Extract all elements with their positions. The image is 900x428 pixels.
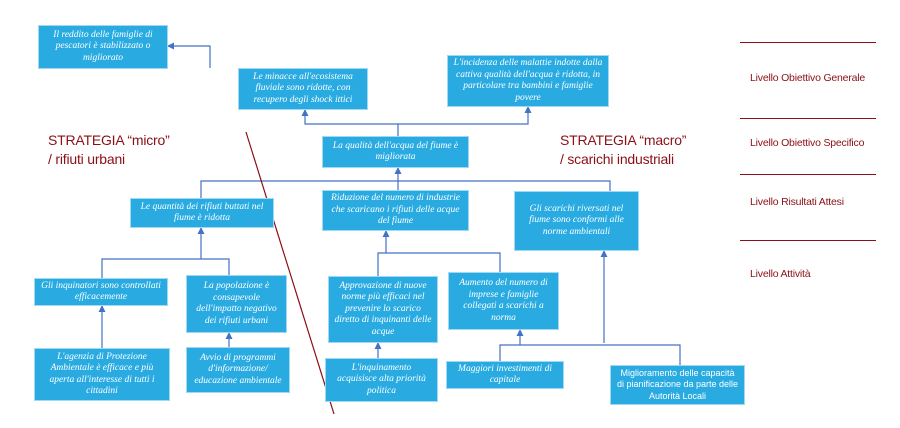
strategy-micro-title: STRATEGIA “micro”	[48, 132, 170, 148]
level-results-label: Livello Risultati Attesi	[750, 196, 844, 208]
urban-waste-box: Le quantità dei rifiuti buttati nel fium…	[130, 198, 274, 228]
industries-reduced-box: Riduzione del numero di industrie che sc…	[322, 190, 469, 231]
ecosystem-threats-box: Le minacce all'ecosistema fluviale sono …	[238, 68, 368, 110]
level-rule-3	[740, 174, 876, 175]
polluters-controlled-box: Gli inquinatori sono controllati efficac…	[34, 278, 168, 306]
env-agency-box: L'agenzia di Protezione Ambientale è eff…	[34, 348, 170, 401]
discharges-compliant-box: Gli scarichi riversati nel fiume sono co…	[514, 191, 639, 251]
water-quality-box: La qualità dell'acqua del fiume è miglio…	[322, 136, 469, 168]
planning-capacity-box: Miglioramento delle capacità di pianific…	[610, 365, 745, 405]
level-general-label: Livello Obiettivo Generale	[750, 72, 866, 84]
general-objective-box: Il reddito delle famiglie di pescatori è…	[38, 25, 168, 69]
pollution-priority-box: L'inquinamento acquisisce alta priorità …	[325, 358, 438, 402]
strategy-divider-line	[245, 131, 335, 415]
strategy-micro-subtitle: / rifiuti urbani	[48, 151, 125, 167]
info-programs-box: Avvio di programmi d'informazione/ educa…	[186, 347, 290, 393]
connector-bus-industrial	[377, 252, 501, 276]
level-rule-2	[740, 118, 876, 119]
disease-incidence-box: L'incidenza delle malattie indotte dalla…	[447, 55, 609, 107]
level-specific-label: Livello Obiettivo Specifico	[750, 137, 865, 149]
strategy-macro-title: STRATEGIA “macro”	[560, 132, 687, 148]
strategy-macro-label: STRATEGIA “macro” / scarichi industriali	[560, 131, 686, 169]
connector-results-bus	[200, 180, 611, 198]
connector-investments-bus	[499, 344, 681, 365]
strategy-micro-label: STRATEGIA “micro” / rifiuti urbani	[48, 131, 170, 169]
connector-quality-to-disease	[398, 106, 532, 125]
level-rule-1	[740, 42, 876, 43]
capital-investment-box: Maggiori investimenti di capitale	[446, 361, 564, 389]
connector-activities-bus	[101, 258, 230, 278]
firms-connected-box: Aumento del numero di imprese e famiglie…	[448, 272, 559, 330]
strategy-macro-subtitle: / scarichi industriali	[560, 151, 674, 167]
connector-threats-to-general	[167, 42, 211, 68]
level-activities-label: Livello Attività	[750, 268, 811, 280]
population-aware-box: La popolazione è consapevole dell'impatt…	[186, 275, 287, 333]
level-rule-4	[740, 240, 876, 241]
connector-quality-to-threats	[301, 109, 399, 136]
new-rules-box: Approvazione di nuove norme più efficaci…	[328, 276, 438, 343]
